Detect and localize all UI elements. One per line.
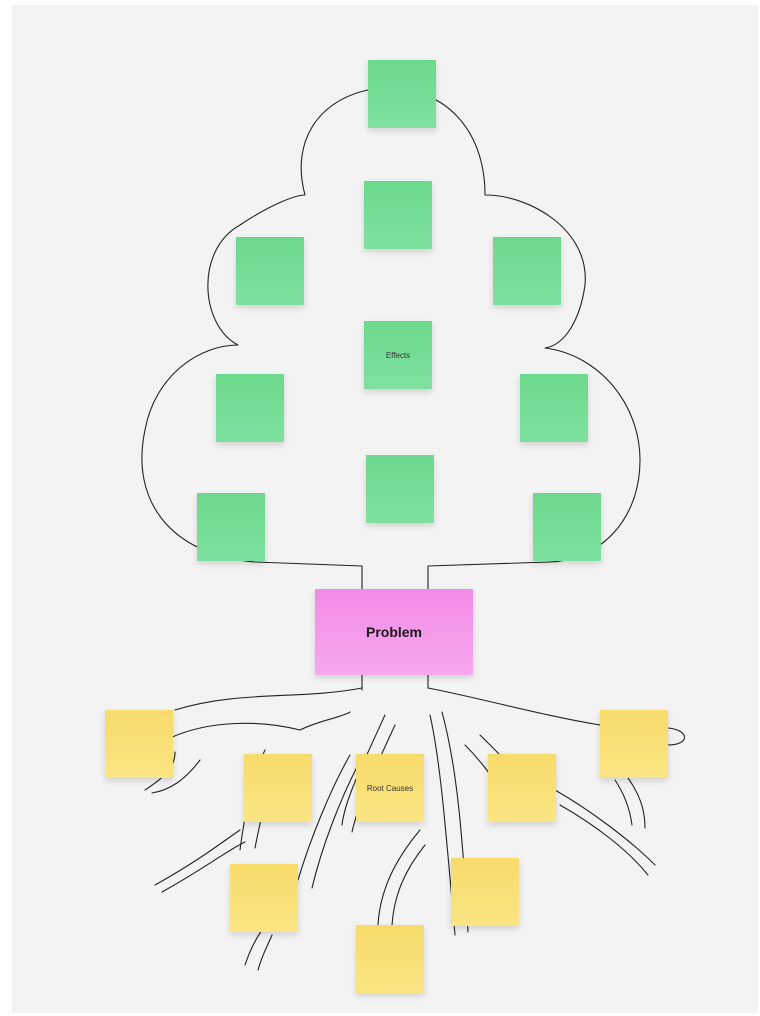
effect-sticky[interactable]	[533, 493, 601, 561]
root-branch	[627, 777, 646, 829]
root-branch	[559, 804, 649, 876]
effect-sticky[interactable]	[366, 455, 434, 523]
root-branch	[299, 711, 351, 731]
root-branch	[427, 687, 601, 726]
effect-sticky[interactable]	[520, 374, 588, 442]
root-branch	[244, 929, 263, 966]
root-branch	[297, 754, 351, 881]
root-branch	[161, 841, 246, 893]
effect-sticky[interactable]	[493, 237, 561, 305]
root-branch	[377, 829, 421, 926]
root-branch	[341, 714, 386, 826]
root-cause-sticky[interactable]	[105, 710, 173, 778]
root-branch	[311, 764, 359, 889]
problem-card[interactable]: Problem	[315, 589, 473, 675]
root-cause-sticky[interactable]	[244, 754, 312, 822]
root-branch	[151, 759, 201, 794]
root-branch	[174, 687, 363, 711]
root-cause-sticky[interactable]	[488, 754, 556, 822]
root-cause-sticky-root-causes[interactable]: Root Causes	[356, 754, 424, 822]
root-cause-sticky[interactable]	[600, 710, 668, 778]
effects-label: Effects	[385, 350, 411, 360]
effect-sticky[interactable]	[236, 237, 304, 305]
problem-label: Problem	[365, 624, 422, 640]
root-branch	[554, 789, 656, 866]
root-cause-sticky[interactable]	[451, 858, 519, 926]
effect-sticky[interactable]	[368, 60, 436, 128]
root-branch	[154, 829, 241, 886]
root-cause-sticky[interactable]	[356, 925, 424, 993]
root-branch	[257, 934, 273, 971]
effect-sticky[interactable]	[364, 181, 432, 249]
effect-sticky-effects[interactable]: Effects	[364, 321, 432, 389]
effect-sticky[interactable]	[197, 493, 265, 561]
root-cause-sticky[interactable]	[230, 864, 298, 932]
root-branch	[614, 779, 633, 826]
root-causes-label: Root Causes	[366, 783, 414, 793]
root-branch	[169, 722, 301, 739]
effect-sticky[interactable]	[216, 374, 284, 442]
root-branch	[667, 727, 686, 746]
root-branch	[391, 844, 426, 926]
